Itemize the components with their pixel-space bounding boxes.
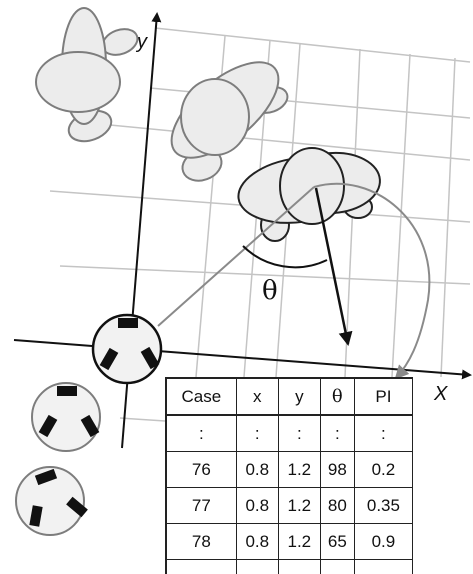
blob-lobe xyxy=(181,79,249,155)
grid-line xyxy=(120,418,165,421)
approach-line xyxy=(158,187,314,326)
target-blob-cluster xyxy=(234,148,382,241)
x-axis-label: X xyxy=(433,383,448,405)
robot-faded-2 xyxy=(16,467,88,535)
grid-line xyxy=(100,124,470,160)
robot-wheel xyxy=(57,386,77,396)
table-cell: : xyxy=(354,415,412,452)
table-cell: 1.2 xyxy=(278,524,320,560)
table-header-row: Case x y θ PI xyxy=(166,378,413,415)
table-cell: : xyxy=(320,560,354,574)
table-cell: : xyxy=(278,415,320,452)
table-cell: 0.2 xyxy=(354,452,412,488)
table-row: 78 0.8 1.2 65 0.9 xyxy=(166,524,413,560)
blob-lobe xyxy=(280,148,344,224)
table-cell: 76 xyxy=(166,452,236,488)
table-row: 77 0.8 1.2 80 0.35 xyxy=(166,488,413,524)
table-cell: 78 xyxy=(166,524,236,560)
table-cell: 98 xyxy=(320,452,354,488)
theta-label: θ xyxy=(262,276,278,306)
robot-faded-1 xyxy=(32,383,100,451)
table-cell: 80 xyxy=(320,488,354,524)
robot-main xyxy=(93,315,161,383)
table-cell: 0.35 xyxy=(354,488,412,524)
header-x: x xyxy=(236,378,278,415)
grid-line xyxy=(392,54,410,377)
header-y: y xyxy=(278,378,320,415)
table-cell: : xyxy=(278,560,320,574)
table-row: : : : : : xyxy=(166,560,413,574)
y-axis-label: y xyxy=(135,31,148,53)
table-cell: 0.8 xyxy=(236,452,278,488)
table-cell: 0.8 xyxy=(236,488,278,524)
table-cell: 65 xyxy=(320,524,354,560)
blob-lobe xyxy=(36,52,120,112)
header-theta: θ xyxy=(320,378,354,415)
table-cell: : xyxy=(320,415,354,452)
header-pi: PI xyxy=(354,378,412,415)
table-row: : : : : : xyxy=(166,415,413,452)
table-cell: 0.9 xyxy=(354,524,412,560)
header-case: Case xyxy=(166,378,236,415)
table-cell: : xyxy=(236,560,278,574)
table-cell: : xyxy=(236,415,278,452)
grid-line xyxy=(441,58,455,377)
table-cell: 1.2 xyxy=(278,488,320,524)
table-cell: : xyxy=(166,415,236,452)
robot-wheel xyxy=(118,318,138,328)
table-row: 76 0.8 1.2 98 0.2 xyxy=(166,452,413,488)
cases-table: Case x y θ PI : : : : : 76 0.8 1.2 98 0.… xyxy=(165,377,413,574)
table-cell: : xyxy=(354,560,412,574)
grid-line xyxy=(155,28,470,62)
table-cell: : xyxy=(166,560,236,574)
table-cell: 77 xyxy=(166,488,236,524)
table-cell: 1.2 xyxy=(278,452,320,488)
table-cell: 0.8 xyxy=(236,524,278,560)
